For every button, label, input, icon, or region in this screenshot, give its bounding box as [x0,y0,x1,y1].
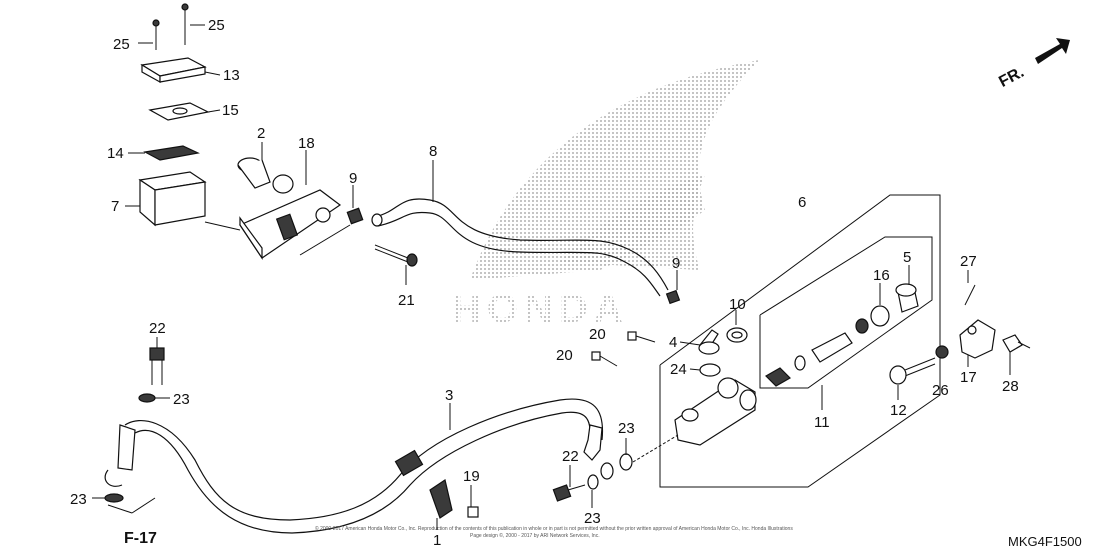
hose-joint-part [237,157,294,194]
copyright-line-2: Page design ©, 2000 - 2017 by ARI Networ… [470,532,600,539]
callout-20-upper: 20 [589,326,606,343]
hose-clamp-lower [665,289,681,305]
front-label: FR. [996,64,1027,91]
brake-hose [104,398,614,534]
diagram-code: MKG4F1500 [1008,534,1082,549]
callout-10: 10 [729,296,746,313]
callout-2: 2 [257,125,265,142]
callout-3: 3 [445,387,453,404]
master-cylinder-assembly-outline [659,194,941,488]
callout-23-right: 23 [618,420,635,437]
master-cylinder-body [632,377,757,463]
clevis-and-pins [959,284,1031,359]
callout-15: 15 [222,102,239,119]
callout-26: 26 [932,382,949,399]
front-direction-arrow: FR. [996,38,1070,91]
inlet-fitting [698,327,748,377]
callout-22-lower: 22 [562,448,579,465]
callout-18: 18 [298,135,315,152]
callout-6: 6 [798,194,806,211]
callout-13: 13 [223,67,240,84]
callout-12: 12 [890,402,907,419]
callout-23-left: 23 [173,391,190,408]
arrow-icon [1035,38,1070,64]
piston-kit-outline [759,236,933,389]
callout-11: 11 [814,414,830,431]
hose-guide-clamp [429,479,479,519]
callout-19: 19 [463,468,480,485]
frame-reference: F-17 [124,530,157,547]
callout-7: 7 [111,198,119,215]
callout-22-upper: 22 [149,320,166,337]
callout-17: 17 [960,369,977,386]
callout-20-lower: 20 [556,347,573,364]
callout-14: 14 [107,145,124,162]
callout-23-bottom-left: 23 [70,491,87,508]
callout-21: 21 [398,292,415,309]
callout-27: 27 [960,253,977,270]
callout-23-bottom: 23 [584,510,601,527]
callout-25-left: 25 [113,36,130,53]
callout-1: 1 [433,532,441,549]
bracket-bolt [374,244,418,267]
callout-25-right: 25 [208,17,225,34]
leader-lines [92,24,1011,530]
reservoir-hose [371,198,669,297]
mounting-bracket [204,189,351,260]
callout-28: 28 [1002,378,1019,395]
banjo-bolts-and-washers [104,347,633,503]
push-rod-parts [889,345,949,385]
callout-24: 24 [670,361,687,378]
callout-8: 8 [429,143,437,160]
callout-9-upper: 9 [349,170,357,187]
callout-16: 16 [873,267,890,284]
callout-numbers: 25 25 13 15 14 7 2 18 9 8 21 6 9 10 4 24… [70,17,1019,549]
callout-5: 5 [903,249,911,266]
copyright-line-1: © 2000-2017 American Honda Motor Co., In… [315,525,793,532]
hose-clamp-upper [346,207,364,225]
callout-4: 4 [669,334,677,351]
reservoir-assembly [138,3,210,227]
piston-kit-parts [765,283,919,387]
callout-9-lower: 9 [672,255,680,272]
mounting-bolts [591,331,656,367]
reference-pointer [107,497,156,514]
honda-wing-watermark: HONDA [452,60,760,331]
honda-watermark-text: HONDA [452,287,629,331]
